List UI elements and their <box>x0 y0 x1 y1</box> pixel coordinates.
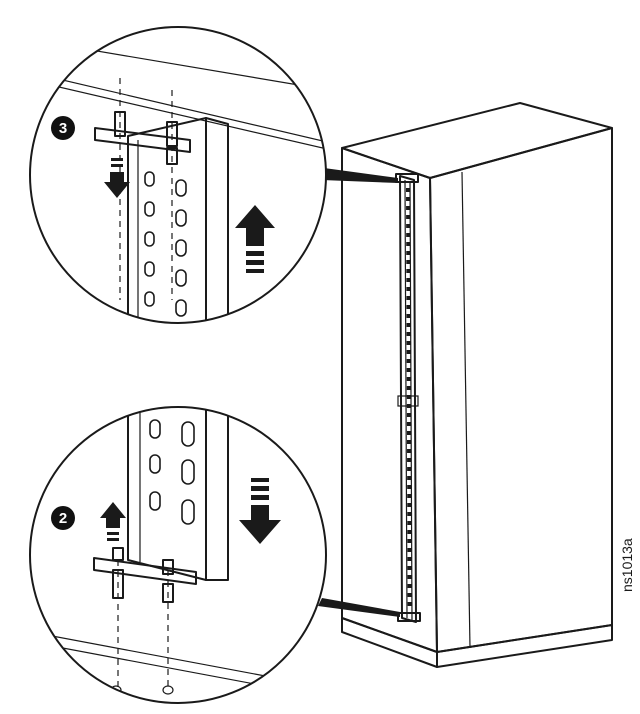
pdu-outlet-hole <box>406 305 411 309</box>
pdu-outlet-hole <box>407 476 412 480</box>
pdu-outlet-hole <box>406 368 411 372</box>
detail-upper: 3 <box>29 26 327 324</box>
pdu-outlet-hole <box>406 431 411 435</box>
pdu-outlet-hole <box>406 314 411 318</box>
pdu-outlet-hole <box>406 341 411 345</box>
pdu-outlet-hole <box>407 530 412 534</box>
pdu-outlet-hole <box>407 557 412 561</box>
detail-lower: 2 <box>29 406 327 704</box>
pdu-outlet-hole <box>406 386 411 390</box>
pdu-outlet-hole <box>406 332 411 336</box>
pdu-outlet-hole <box>407 458 412 462</box>
pdu-outlet-hole <box>407 584 412 588</box>
pdu-outlet-hole <box>406 422 411 426</box>
pdu-outlet-hole <box>407 539 412 543</box>
pdu-outlet-hole <box>406 413 411 417</box>
pdu-outlet-hole <box>406 215 411 219</box>
pdu-outlet-hole <box>407 449 412 453</box>
pdu-outlet-hole <box>406 296 411 300</box>
pdu-outlet-hole <box>406 323 411 327</box>
pdu-outlet-hole <box>406 233 411 237</box>
pdu-outlet-hole <box>407 593 412 597</box>
figure-code: ns1013a <box>619 538 635 592</box>
svg-text:2: 2 <box>59 510 67 527</box>
pdu-outlet-hole <box>406 377 411 381</box>
pdu-outlet-hole <box>406 197 411 201</box>
pdu-strip <box>395 173 421 623</box>
pdu-outlet-hole <box>407 494 412 498</box>
pdu-outlet-hole <box>406 251 411 255</box>
pdu-outlet-hole <box>406 287 411 291</box>
pdu-outlet-hole <box>407 503 412 507</box>
pdu-outlet-hole <box>406 359 411 363</box>
pdu-outlet-hole <box>407 548 412 552</box>
pdu-outlet-hole <box>407 440 412 444</box>
svg-text:3: 3 <box>59 120 67 137</box>
pdu-outlet-hole <box>406 395 411 399</box>
pdu-outlet-hole <box>407 467 412 471</box>
pdu-outlet-hole <box>406 206 411 210</box>
rack-cabinet <box>341 102 613 668</box>
pdu-outlet-hole <box>406 188 410 192</box>
pdu-outlet-hole <box>407 512 412 516</box>
step-callout-3: 3 <box>51 116 75 140</box>
pdu-outlet-hole <box>406 260 411 264</box>
pdu-outlet-hole <box>406 224 411 228</box>
pdu-outlet-hole <box>406 242 411 246</box>
leader-lines <box>318 168 400 617</box>
pdu-outlet-hole <box>407 575 412 579</box>
pdu-outlet-hole <box>406 269 411 273</box>
pdu-outlet-hole <box>407 602 412 606</box>
pdu-outlet-hole <box>406 278 411 282</box>
pdu-outlet-hole <box>407 485 412 489</box>
pdu-outlet-hole <box>406 350 411 354</box>
pdu-outlet-hole <box>407 521 412 525</box>
pdu-outlet-hole <box>407 566 412 570</box>
step-callout-2: 2 <box>51 506 75 530</box>
